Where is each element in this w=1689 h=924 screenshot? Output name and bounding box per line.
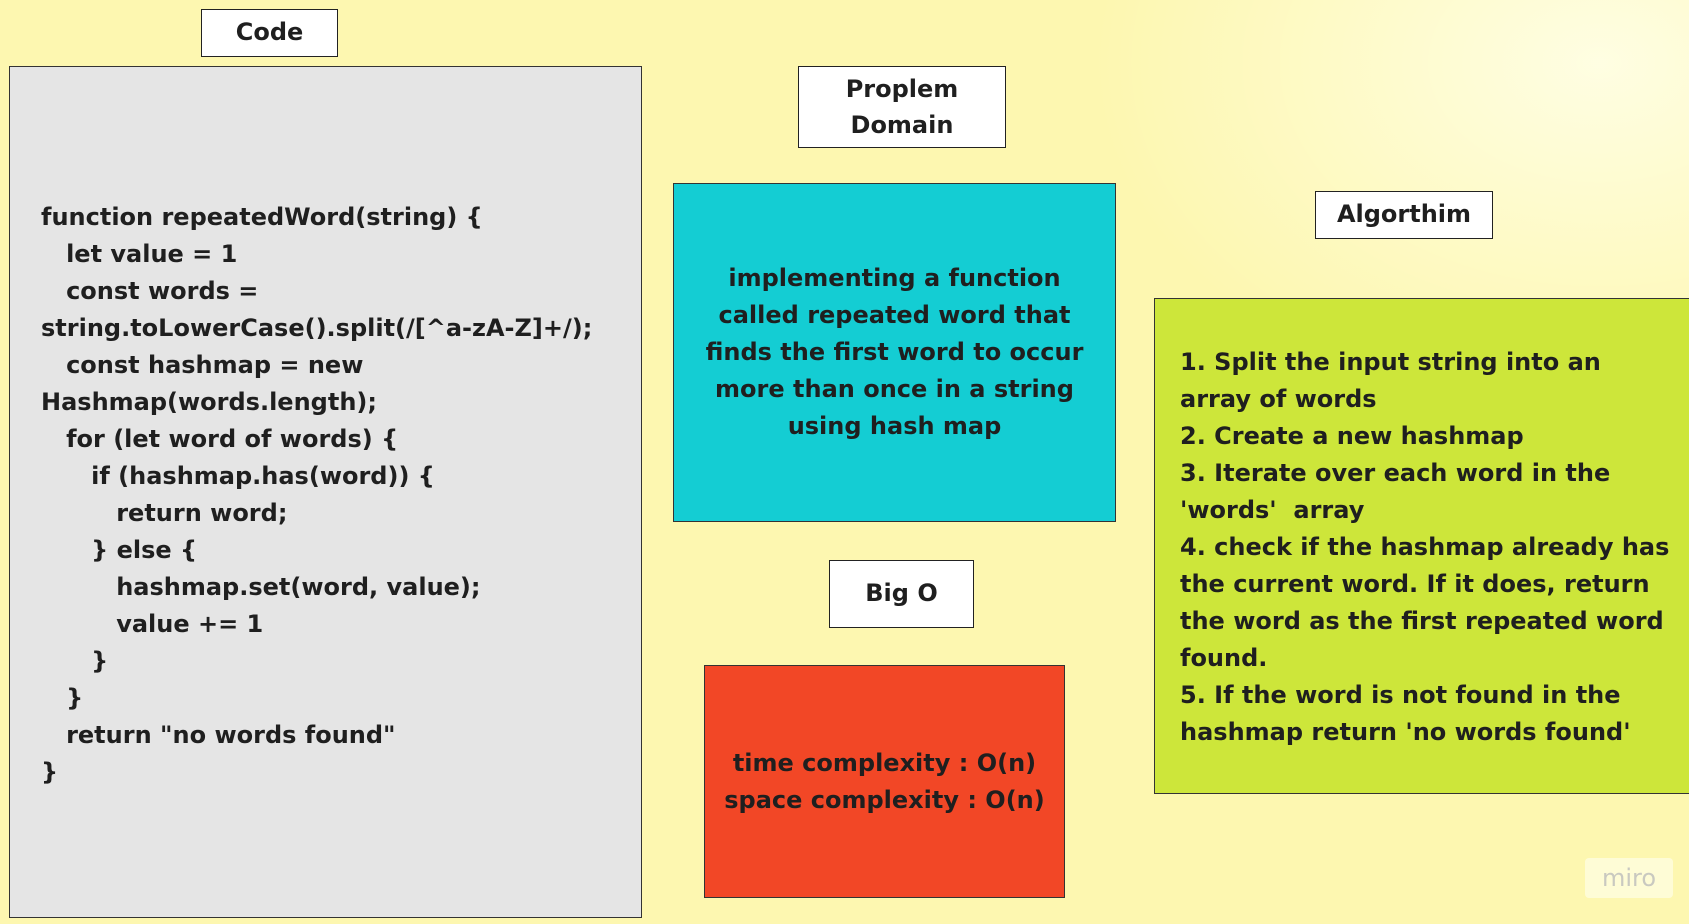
space-complexity-text: space complexity : O(n): [724, 785, 1045, 814]
algorithm-label[interactable]: Algorthim: [1315, 191, 1493, 239]
algorithm-card[interactable]: 1. Split the input string into an array …: [1154, 298, 1689, 794]
algorithm-steps-text: 1. Split the input string into an array …: [1180, 348, 1670, 746]
time-complexity-text: time complexity : O(n): [732, 748, 1037, 777]
problem-domain-text: implementing a function called repeated …: [705, 264, 1084, 440]
code-card[interactable]: function repeatedWord(string) { let valu…: [9, 66, 642, 918]
code-label-text: Code: [235, 18, 304, 47]
code-label[interactable]: Code: [201, 9, 338, 57]
problem-domain-card[interactable]: implementing a function called repeated …: [673, 183, 1116, 522]
algorithm-label-text: Algorthim: [1336, 200, 1472, 229]
big-o-label-text: Big O: [865, 579, 938, 608]
big-o-label[interactable]: Big O: [829, 560, 974, 628]
big-o-card[interactable]: time complexity : O(n) space complexity …: [704, 665, 1065, 898]
miro-watermark: miro: [1585, 858, 1673, 898]
code-text: function repeatedWord(string) { let valu…: [41, 203, 593, 786]
problem-domain-label-text: Proplem Domain: [845, 75, 959, 139]
problem-domain-label[interactable]: Proplem Domain: [798, 66, 1006, 148]
